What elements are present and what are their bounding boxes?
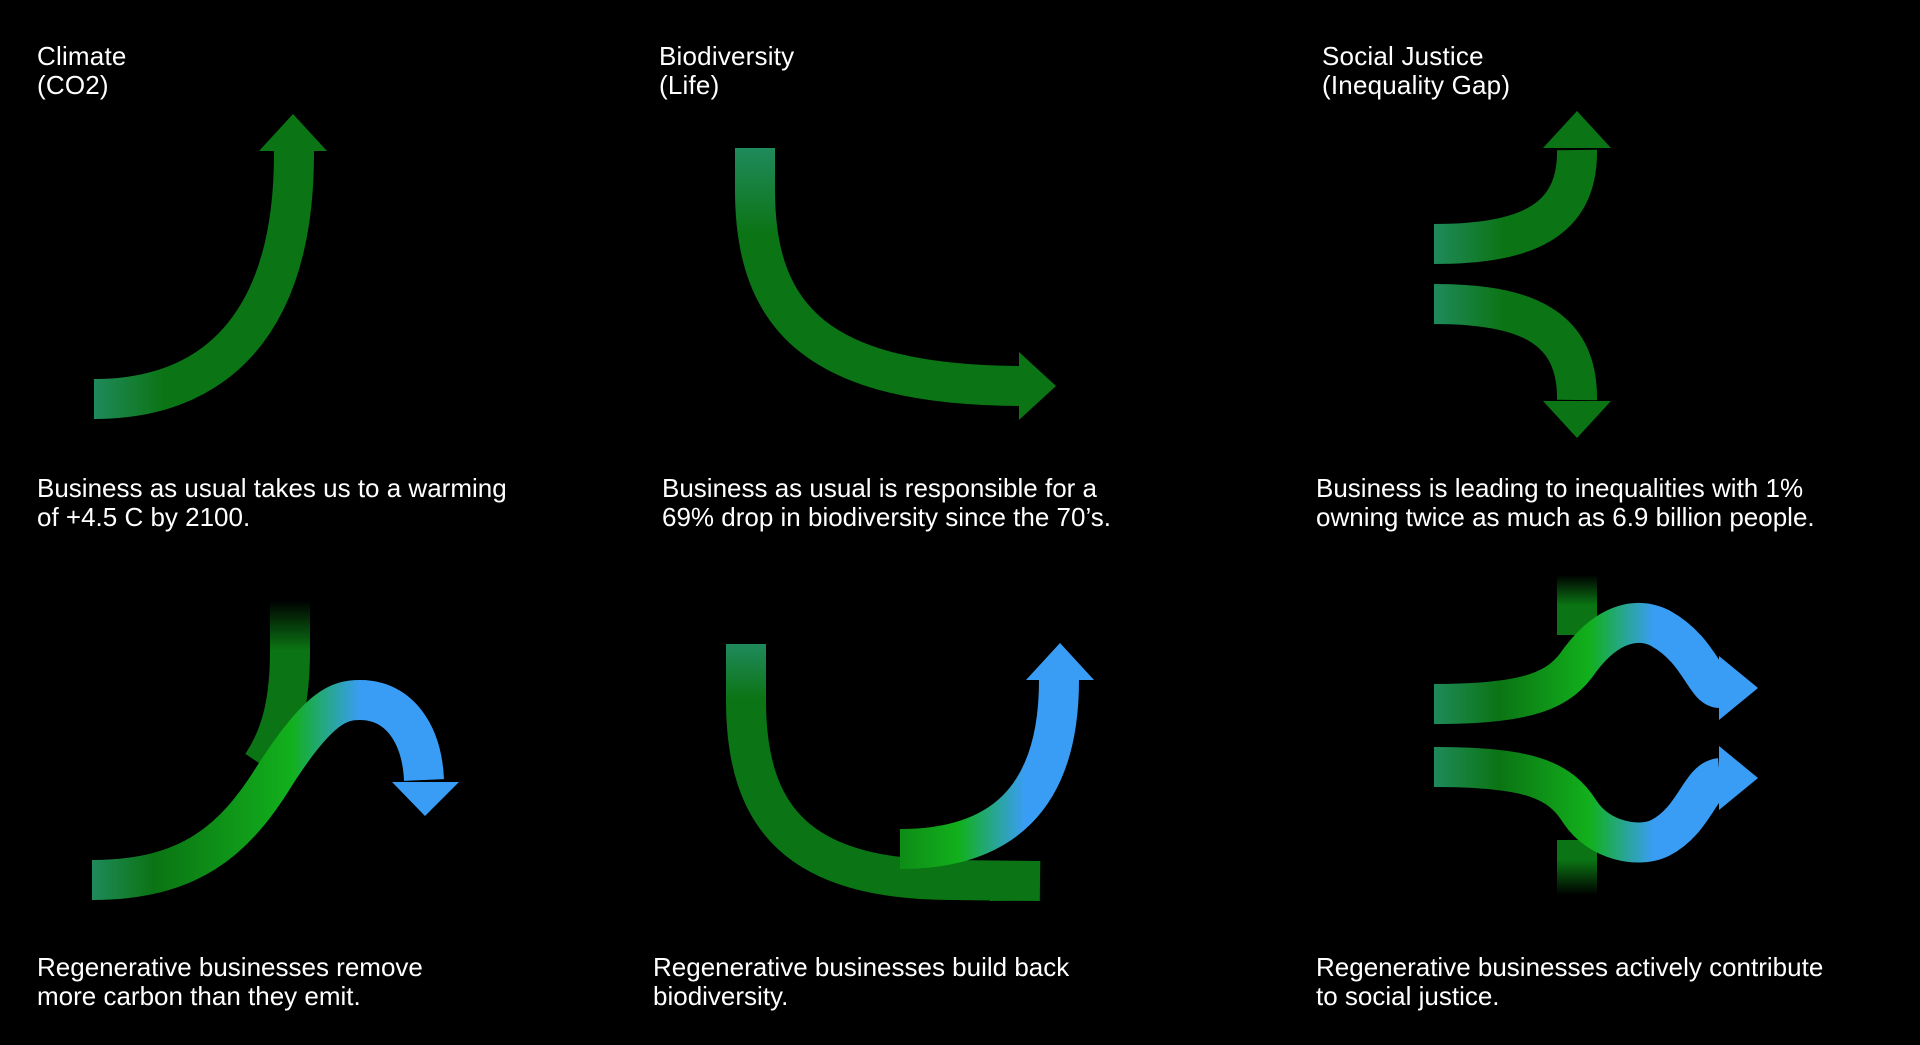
biodiversity-regen-caption-line2: biodiversity. (653, 981, 789, 1011)
climate-title-sub: (CO2) (37, 70, 109, 100)
social-justice-title-main: Social Justice (1322, 41, 1484, 71)
climate-regen-caption: Regenerative businesses remove more carb… (37, 953, 423, 1011)
biodiversity-bau-caption-line2: 69% drop in biodiversity since the 70’s. (662, 502, 1111, 532)
climate-title: Climate (CO2) (37, 42, 127, 100)
social-justice-title: Social Justice (Inequality Gap) (1322, 42, 1510, 100)
climate-bau-caption-line1: Business as usual takes us to a warming (37, 473, 507, 503)
social-justice-title-sub: (Inequality Gap) (1322, 70, 1511, 100)
biodiversity-title: Biodiversity (Life) (659, 42, 794, 100)
climate-bau-caption-line2: of +4.5 C by 2100. (37, 502, 251, 532)
climate-bau-arrow (93, 114, 327, 419)
climate-regen-caption-line2: more carbon than they emit. (37, 981, 361, 1011)
biodiversity-regen-caption: Regenerative businesses build back biodi… (653, 953, 1069, 1011)
biodiversity-bau-caption: Business as usual is responsible for a 6… (662, 474, 1111, 532)
climate-regen-arrow (91, 600, 459, 900)
climate-regen-caption-line1: Regenerative businesses remove (37, 952, 423, 982)
biodiversity-bau-caption-line1: Business as usual is responsible for a (662, 473, 1098, 503)
social-regen-caption-line2: to social justice. (1316, 981, 1500, 1011)
social-bau-caption-line2: owning twice as much as 6.9 billion peop… (1316, 502, 1815, 532)
biodiversity-regen-caption-line1: Regenerative businesses build back (653, 952, 1070, 982)
social-bau-caption: Business is leading to inequalities with… (1316, 474, 1815, 532)
climate-title-main: Climate (37, 41, 127, 71)
social-regen-arrows (1433, 575, 1758, 895)
social-bau-caption-line1: Business is leading to inequalities with… (1316, 473, 1804, 503)
biodiversity-title-main: Biodiversity (659, 41, 795, 71)
social-bau-arrows (1433, 111, 1611, 438)
biodiversity-title-sub: (Life) (659, 70, 720, 100)
social-regen-caption: Regenerative businesses actively contrib… (1316, 953, 1823, 1011)
biodiversity-bau-arrow (735, 148, 1056, 420)
social-regen-caption-line1: Regenerative businesses actively contrib… (1316, 952, 1824, 982)
biodiversity-regen-arrow (726, 643, 1094, 901)
climate-bau-caption: Business as usual takes us to a warming … (37, 474, 507, 532)
